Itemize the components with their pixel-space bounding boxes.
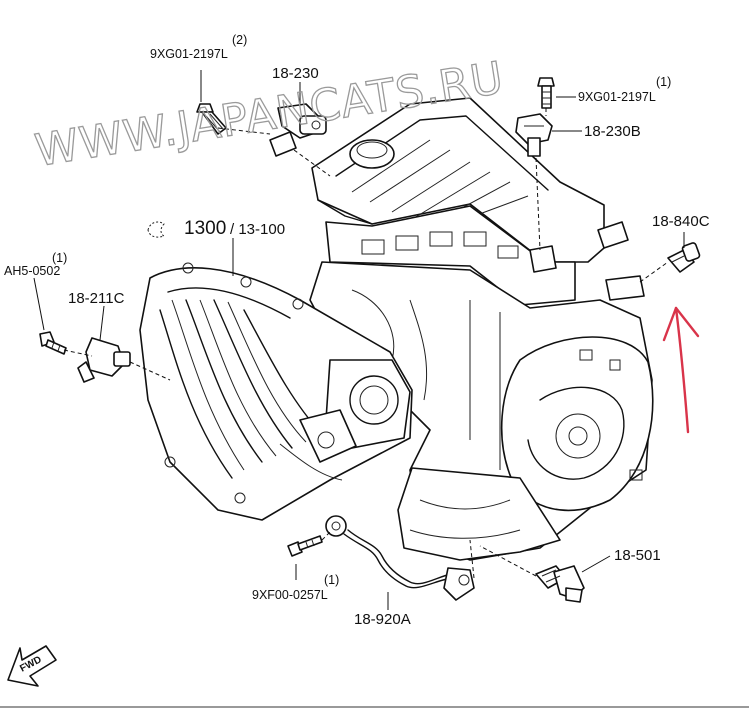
annotation-arrow [662, 306, 700, 434]
sensor-18-211C [77, 337, 131, 383]
knock-sensor-18-920A [325, 515, 475, 601]
label-manifold-ref: / 13-100 [230, 221, 285, 238]
intake-manifold [139, 262, 413, 521]
label-bolt-bottom: 9XF00-0257L [252, 588, 328, 602]
manifold-icon [147, 221, 166, 238]
label-manifold-1300: 1300 [184, 218, 226, 239]
label-knock-sensor-18-920A: 18-920A [354, 611, 411, 628]
label-sensor-18-840C: 18-840C [652, 213, 710, 230]
label-sensor-18-230: 18-230 [272, 65, 319, 82]
bolt-left [39, 331, 67, 355]
label-bolt-top-left: 9XG01-2197L [150, 47, 228, 61]
fwd-arrow: FWD [7, 645, 57, 687]
label-sensor-18-501: 18-501 [614, 547, 661, 564]
label-sensor-18-230B: 18-230B [584, 123, 641, 140]
bolt-bottom [287, 535, 323, 557]
label-sensor-18-211C: 18-211C [68, 290, 125, 307]
engine-block [309, 97, 654, 561]
label-bolt-top-right: 9XG01-2197L [578, 90, 656, 104]
cam-position-sensor-18-230B [515, 113, 553, 157]
label-bolt-top-right-qty: (1) [656, 75, 671, 89]
cam-position-sensor-18-230 [269, 103, 327, 157]
label-bolt-bottom-qty: (1) [324, 573, 339, 587]
label-bolt-top-left-qty: (2) [232, 33, 247, 47]
leader-lines [33, 70, 685, 610]
sensor-18-840C [667, 242, 701, 273]
bolt-top-right [537, 77, 555, 109]
label-bolt-left-qty: (1) [52, 251, 67, 265]
sensor-18-501 [535, 565, 585, 603]
label-bolt-left: AH5-0502 [4, 264, 60, 278]
